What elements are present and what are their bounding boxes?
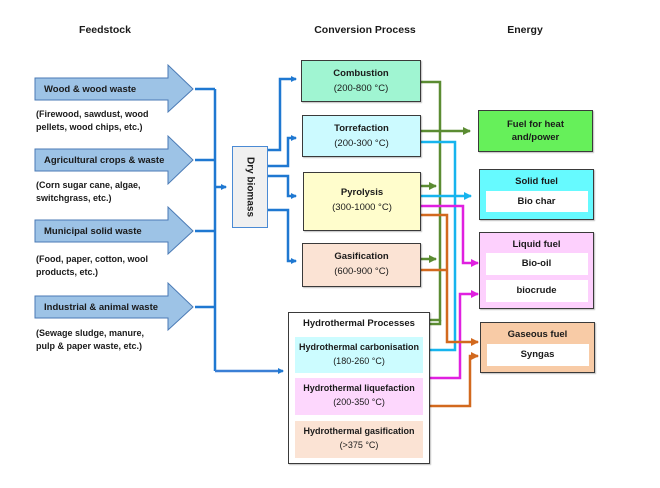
process-range: (200-350 °C) [333, 397, 385, 407]
feedstock-label-agricultural: Agricultural crops & waste [44, 155, 165, 166]
feedstock-arrow-wood [34, 63, 194, 114]
dry-biomass-label: Dry biomass [244, 156, 256, 218]
dry-biomass-box: Dry biomass [232, 146, 268, 228]
feedstock-desc-wood: (Firewood, sawdust, wood pellets, wood c… [36, 108, 149, 134]
feedstock-desc-line: products, etc.) [36, 267, 99, 277]
process-name: Pyrolysis [340, 187, 384, 198]
energy-gaseous-fuel: Gaseous fuel Syngas [480, 322, 595, 373]
feedstock-desc-line: switchgrass, etc.) [36, 193, 112, 203]
process-combustion: Combustion (200-800 °C) [301, 60, 421, 102]
process-name: Combustion [333, 68, 389, 79]
hydrothermal-processes-box: Hydrothermal Processes Hydrothermal carb… [288, 312, 430, 464]
solid-fuel-item: Bio char [485, 191, 588, 212]
conversion-process-header: Conversion Process [314, 24, 416, 36]
process-range: (180-260 °C) [333, 356, 385, 366]
liquid-fuel-title: Liquid fuel [512, 239, 561, 250]
feedstock-arrow-industrial [34, 281, 194, 332]
feedstock-label-municipal: Municipal solid waste [44, 226, 142, 237]
process-range: (200-800 °C) [333, 83, 389, 94]
process-pyrolysis: Pyrolysis (300-1000 °C) [303, 172, 421, 231]
gaseous-fuel-title: Gaseous fuel [507, 329, 568, 340]
feedstock-label-wood: Wood & wood waste [44, 84, 137, 95]
feedstock-desc-line: (Firewood, sawdust, wood [36, 109, 149, 119]
hydrothermal-title: Hydrothermal Processes [303, 318, 415, 329]
process-name: Hydrothermal carbonisation [298, 342, 420, 352]
process-name: Hydrothermal gasification [303, 426, 415, 436]
feedstock-desc-line: (Corn sugar cane, algae, [36, 180, 141, 190]
heat-power-line2: and/power [511, 132, 560, 143]
feedstock-label-industrial: Industrial & animal waste [44, 302, 159, 313]
liquid-fuel-item: Bio-oil [485, 253, 588, 275]
gaseous-fuel-item: Syngas [486, 344, 589, 366]
hydrothermal-carbonisation: Hydrothermal carbonisation (180-260 °C) [295, 337, 423, 373]
solid-fuel-title: Solid fuel [515, 176, 558, 187]
process-gasification: Gasification (600-900 °C) [302, 243, 421, 287]
process-range: (>375 °C) [339, 440, 379, 450]
liquid-fuel-item: biocrude [485, 280, 588, 302]
feedstock-desc-municipal: (Food, paper, cotton, wool products, etc… [36, 253, 148, 279]
feedstock-desc-line: pulp & paper waste, etc.) [36, 341, 143, 351]
feedstock-desc-line: (Food, paper, cotton, wool [36, 254, 148, 264]
feedstock-arrow-agricultural [34, 134, 194, 186]
process-torrefaction: Torrefaction (200-300 °C) [302, 115, 421, 157]
hydrothermal-liquefaction: Hydrothermal liquefaction (200-350 °C) [295, 378, 423, 415]
feedstock-desc-line: pellets, wood chips, etc.) [36, 122, 143, 132]
process-name: Torrefaction [334, 123, 389, 134]
feedstock-desc-line: (Sewage sludge, manure, [36, 328, 145, 338]
feedstock-header: Feedstock [79, 24, 131, 36]
energy-heat-power: Fuel for heat and/power [478, 110, 593, 152]
process-range: (600-900 °C) [334, 266, 389, 277]
process-range: (200-300 °C) [334, 138, 389, 149]
process-name: Gasification [334, 251, 389, 262]
energy-solid-fuel: Solid fuel Bio char [479, 169, 594, 220]
process-range: (300-1000 °C) [332, 202, 392, 213]
feedstock-desc-agricultural: (Corn sugar cane, algae, switchgrass, et… [36, 179, 141, 205]
process-name: Hydrothermal liquefaction [303, 383, 415, 393]
feedstock-desc-industrial: (Sewage sludge, manure, pulp & paper was… [36, 327, 144, 353]
feedstock-arrow-municipal [34, 205, 194, 256]
hydrothermal-gasification: Hydrothermal gasification (>375 °C) [295, 421, 423, 458]
heat-power-line1: Fuel for heat [506, 119, 564, 130]
energy-header: Energy [507, 24, 543, 36]
energy-liquid-fuel: Liquid fuel Bio-oil biocrude [479, 232, 594, 309]
